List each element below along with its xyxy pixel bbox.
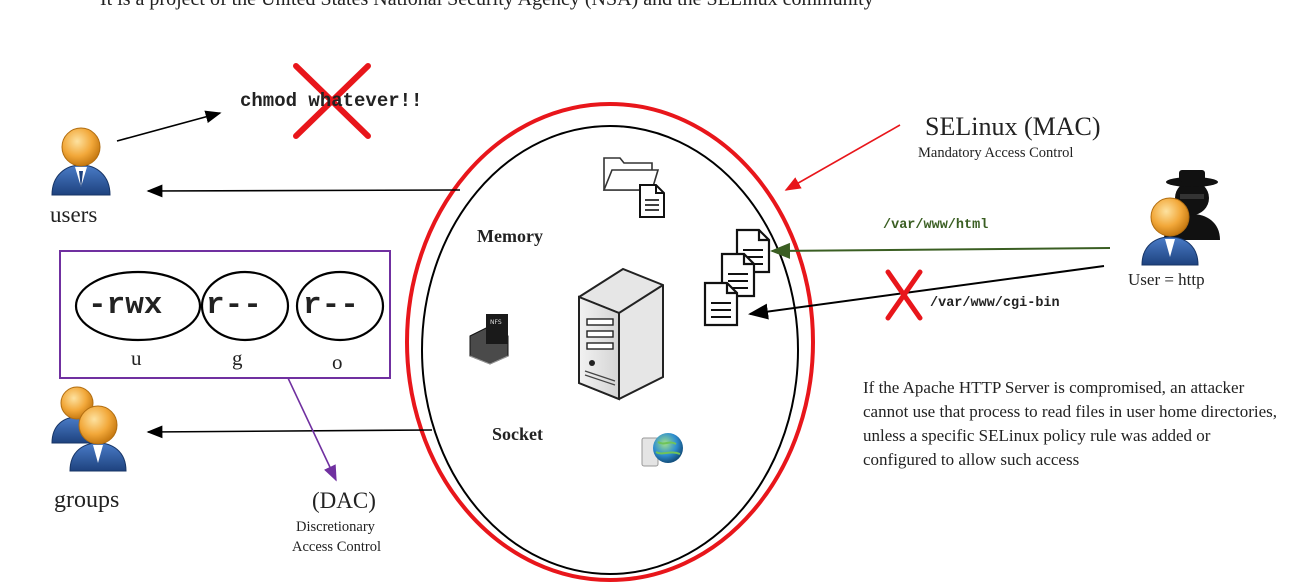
- users-label: users: [50, 202, 98, 227]
- perm-group-bits: r--: [206, 288, 262, 323]
- arrow-http-to-html: [770, 242, 1111, 259]
- cross-icon: [293, 63, 371, 139]
- selinux-subtitle: Mandatory Access Control: [918, 145, 1074, 161]
- chmod-command: chmod whatever!!: [240, 90, 423, 112]
- permissions-box: [59, 250, 391, 379]
- globe-icon: [641, 433, 683, 467]
- perm-other-label: o: [332, 350, 343, 374]
- path-html-label: /var/www/html: [883, 218, 989, 233]
- selinux-boundary: [405, 102, 815, 582]
- perm-group-label: g: [232, 346, 243, 370]
- user-http-label: User = http: [1128, 270, 1205, 289]
- arrow-users-to-chmod: [116, 110, 222, 142]
- document-icon: [639, 184, 665, 218]
- perm-oval-user: [74, 270, 202, 342]
- arrow-system-to-groups: [146, 425, 433, 439]
- perm-user-label: u: [131, 346, 142, 370]
- svg-text:NFS: NFS: [490, 319, 502, 326]
- folder-icon: [602, 157, 660, 191]
- dac-subtitle-line2: Access Control: [292, 539, 381, 555]
- system-boundary: [421, 125, 799, 575]
- groups-label: groups: [54, 487, 120, 513]
- dac-title: (DAC): [312, 488, 376, 513]
- selinux-title: SELinux (MAC): [925, 112, 1101, 141]
- socket-label: Socket: [492, 424, 543, 444]
- arrow-selinux-pointer: [784, 124, 901, 191]
- nfs-icon: NFS: [469, 314, 509, 365]
- server-icon: [578, 267, 664, 401]
- apache-note: If the Apache HTTP Server is compromised…: [863, 378, 1278, 469]
- arrow-http-to-cgi: [748, 265, 1105, 320]
- perm-oval-other: [295, 270, 385, 342]
- perm-other-bits: r--: [303, 288, 359, 323]
- dac-subtitle-line1: Discretionary: [296, 519, 375, 535]
- user-http-icon: [1141, 197, 1199, 266]
- path-cgi-label: /var/www/cgi-bin: [930, 296, 1060, 311]
- arrow-perms-to-dac: [287, 377, 337, 482]
- group-icon: [51, 386, 127, 472]
- memory-label: Memory: [477, 226, 543, 246]
- perm-user-bits: -rwx: [88, 288, 163, 323]
- top-caption: It is a project of the United States Nat…: [100, 0, 874, 11]
- document-stack-icon: [703, 228, 771, 327]
- user-icon: [51, 127, 111, 196]
- arrow-system-to-users: [146, 184, 461, 198]
- cross-icon: [885, 269, 923, 321]
- perm-oval-group: [200, 270, 290, 342]
